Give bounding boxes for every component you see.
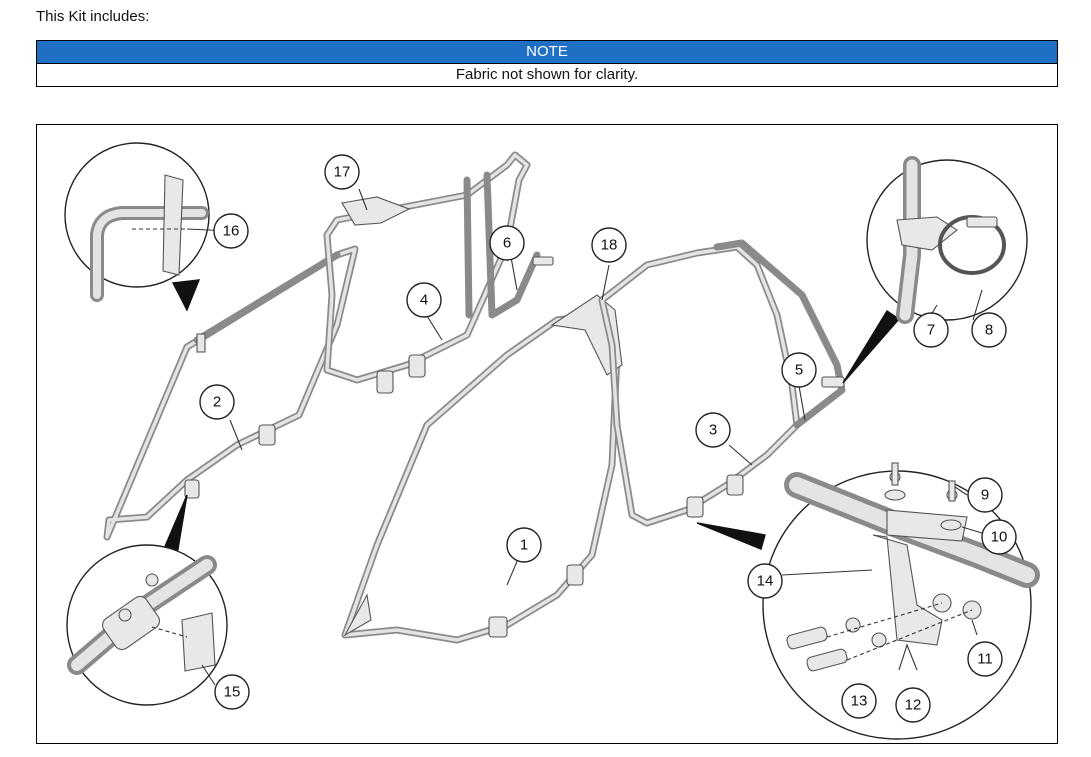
svg-text:16: 16: [223, 223, 240, 240]
svg-text:17: 17: [334, 164, 351, 181]
svg-text:4: 4: [420, 292, 428, 309]
callout-7: 7: [913, 312, 949, 348]
svg-text:5: 5: [795, 362, 803, 379]
svg-text:7: 7: [927, 322, 935, 339]
svg-text:9: 9: [981, 487, 989, 504]
callout-5: 5: [781, 352, 817, 388]
svg-text:6: 6: [503, 235, 511, 252]
svg-text:13: 13: [851, 693, 868, 710]
svg-text:2: 2: [213, 394, 221, 411]
svg-text:15: 15: [224, 684, 241, 701]
callout-18: 18: [591, 227, 627, 263]
svg-text:3: 3: [709, 422, 717, 439]
note-text: Fabric not shown for clarity.: [455, 66, 639, 83]
detail-9-14: [696, 462, 1040, 740]
callout-8: 8: [971, 312, 1007, 348]
callout-2: 2: [199, 384, 235, 420]
frame-2: [103, 245, 359, 541]
callout-1: 1: [506, 527, 542, 563]
callout-6: 6: [489, 225, 525, 261]
svg-text:10: 10: [991, 529, 1008, 546]
callout-16: 16: [213, 213, 249, 249]
callout-9: 9: [967, 477, 1003, 513]
note-box: NOTE Fabric not shown for clarity.: [36, 40, 1058, 87]
frame-4: [323, 151, 554, 394]
parts-illustration: 1 2 3 4 5 6 7 8 9 10 11: [64, 142, 1040, 740]
note-heading: NOTE: [37, 41, 1057, 64]
intro-text: This Kit includes:: [36, 8, 150, 25]
callout-10: 10: [981, 519, 1017, 555]
detail-15: [66, 494, 228, 706]
callout-14: 14: [747, 563, 783, 599]
svg-text:1: 1: [520, 537, 528, 554]
frame-1: [341, 294, 623, 644]
callout-13: 13: [841, 683, 877, 719]
callout-4: 4: [406, 282, 442, 318]
detail-7-8: [842, 156, 1028, 384]
svg-text:11: 11: [977, 651, 993, 668]
callout-17: 17: [324, 154, 360, 190]
frame-3: [598, 239, 846, 527]
svg-text:8: 8: [985, 322, 993, 339]
callout-3: 3: [695, 412, 731, 448]
svg-text:14: 14: [757, 573, 774, 590]
callout-11: 11: [967, 641, 1003, 677]
parts-diagram: 1 2 3 4 5 6 7 8 9 10 11: [36, 124, 1058, 744]
callout-15: 15: [214, 674, 250, 710]
callout-12: 12: [895, 687, 931, 723]
svg-text:12: 12: [905, 697, 922, 714]
detail-16: [64, 142, 210, 312]
svg-text:18: 18: [601, 237, 618, 254]
